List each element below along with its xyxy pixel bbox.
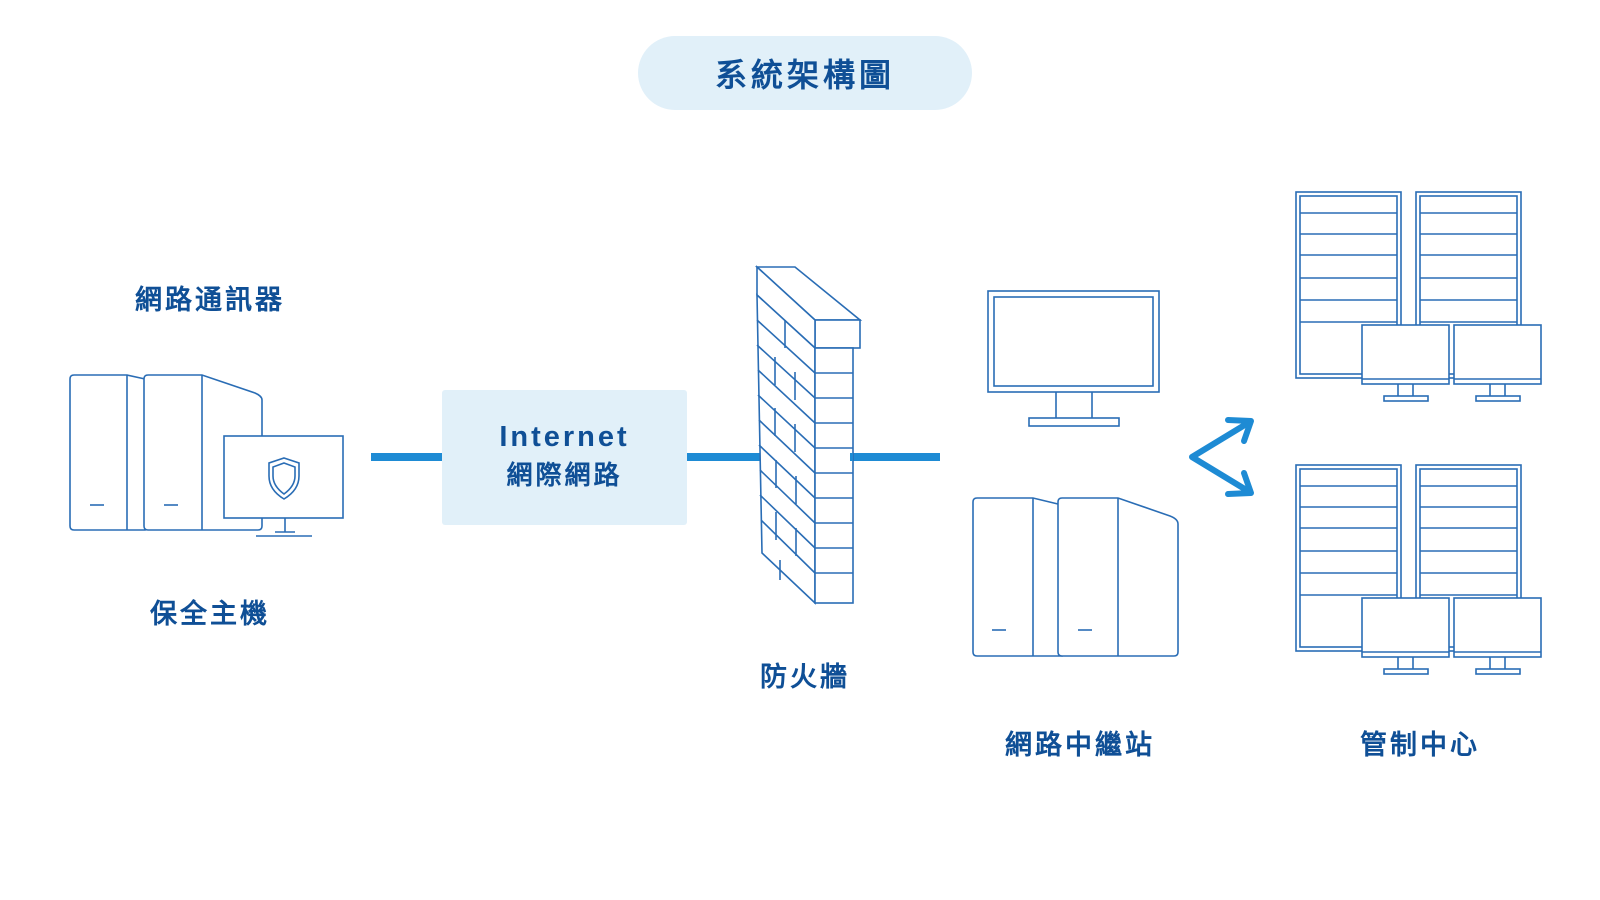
firewall-label: 防火牆: [760, 662, 850, 693]
internet-node: Internet 網際網路: [442, 390, 687, 525]
internet-label-en: Internet: [499, 421, 630, 454]
relay-label: 網路中繼站: [1005, 730, 1155, 761]
monitor-icon: [987, 290, 1160, 427]
server-rack-workstation-icon: [1295, 191, 1542, 402]
control-label: 管制中心: [1360, 730, 1480, 761]
split-arrows-icon: [1189, 417, 1254, 497]
brick-wall-icon: [754, 265, 863, 605]
server-icon: [972, 497, 1179, 657]
comm-label: 網路通訊器: [135, 285, 285, 316]
server-with-shield-monitor-icon: [69, 374, 344, 537]
shield-icon: [268, 457, 300, 500]
host-label: 保全主機: [150, 599, 270, 630]
server-rack-workstation-icon: [1295, 464, 1542, 675]
diagram-title-text: 系統架構圖: [714, 56, 895, 94]
diagram-title: 系統架構圖: [638, 36, 972, 110]
internet-label-zh: 網際網路: [506, 460, 623, 491]
